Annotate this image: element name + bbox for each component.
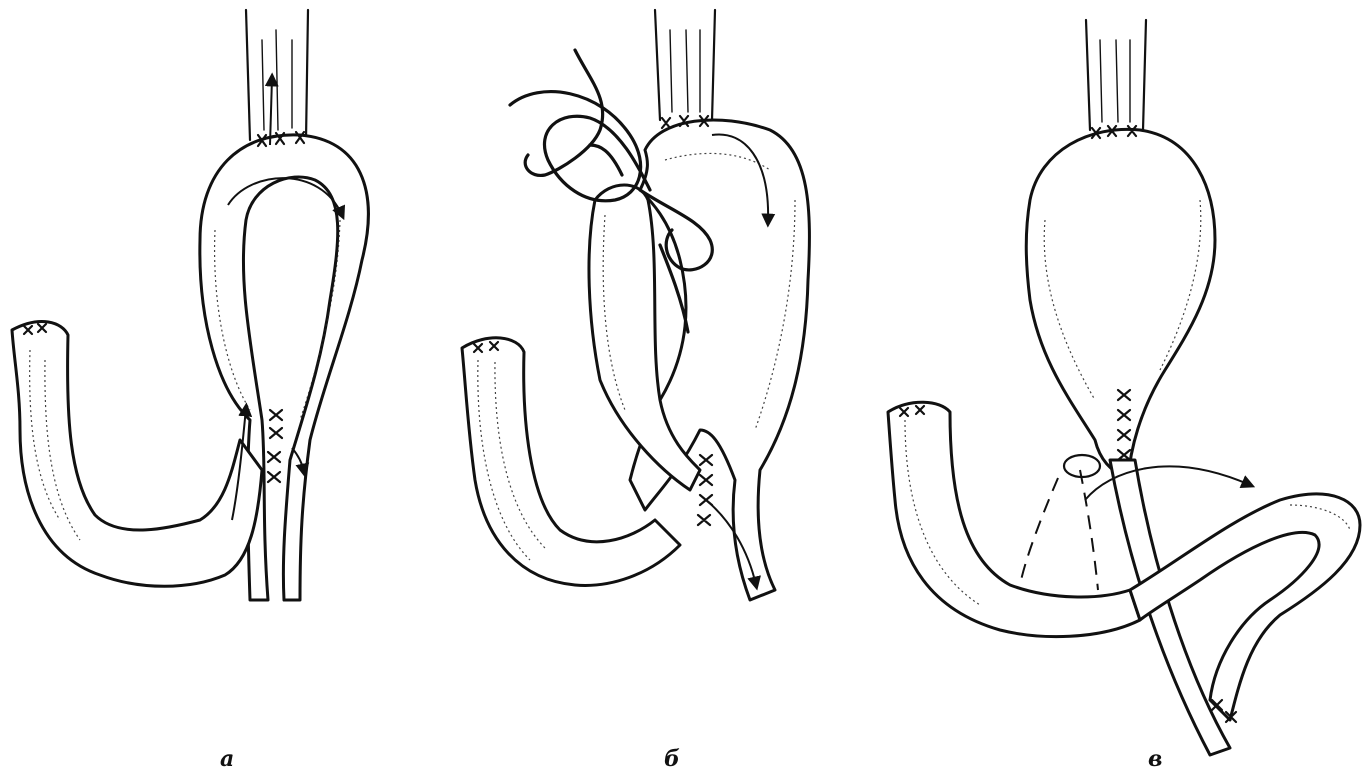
panel-c-drawing — [888, 20, 1360, 755]
panel-b-drawing — [462, 10, 809, 600]
panel-label-c: в — [1148, 748, 1162, 770]
panel-b-stump — [655, 10, 715, 120]
panel-c-stump — [1086, 20, 1146, 130]
panel-a-stump — [246, 10, 308, 140]
panel-label-b: б — [664, 748, 680, 770]
panel-a-drawing — [12, 10, 368, 600]
panel-label-a: a — [220, 748, 234, 770]
